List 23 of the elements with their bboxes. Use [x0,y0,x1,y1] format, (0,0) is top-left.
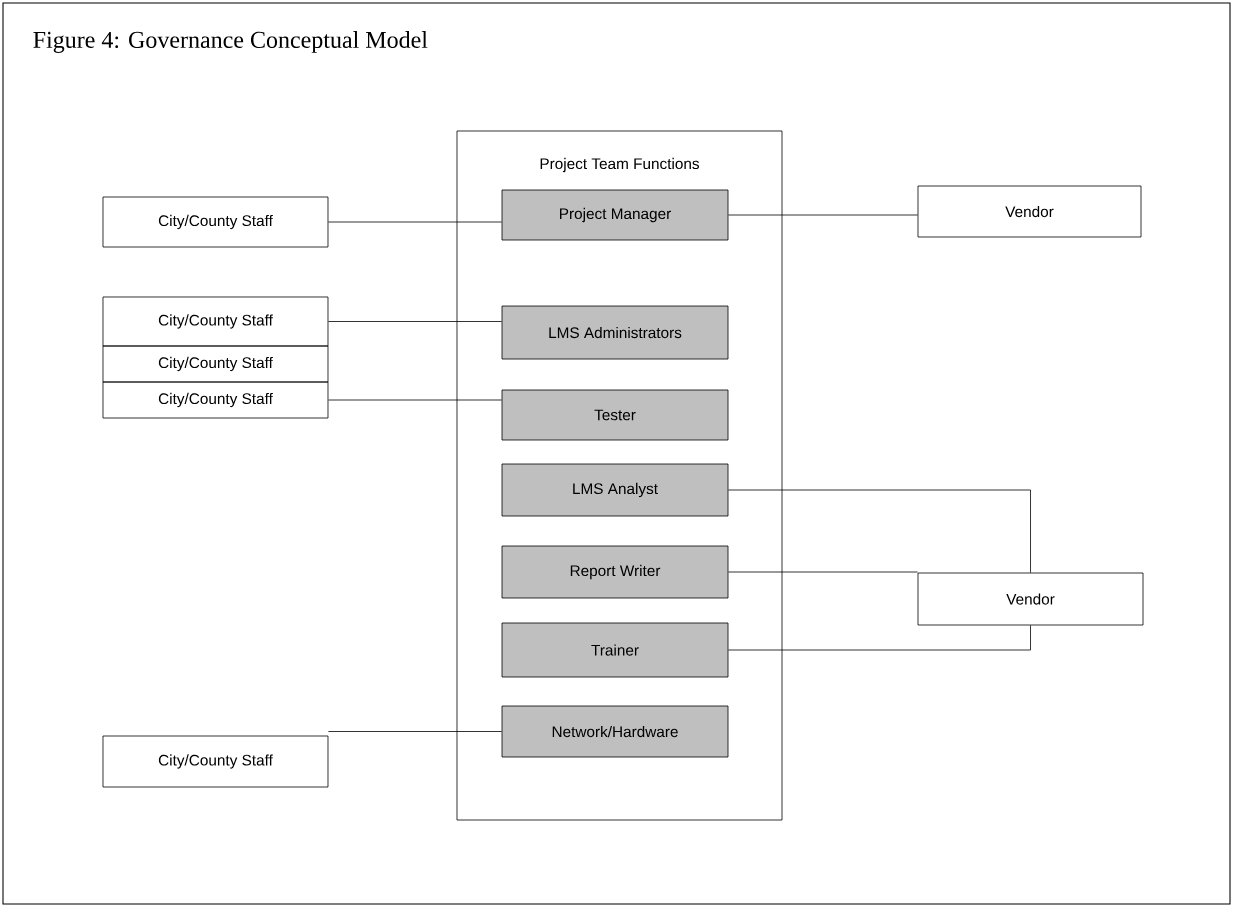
connector [728,214,918,216]
role-box: City/County Staff [102,345,329,383]
role-box: Vendor [917,185,1142,238]
title: Figure 4: Governance Conceptual Model [33,31,428,53]
role-box: City/County Staff [102,381,329,419]
function-box: Trainer [501,622,729,678]
connector [328,399,502,401]
role-box: City/County Staff [102,735,329,788]
function-box: Network/Hardware [501,705,729,758]
connector [728,625,1031,651]
function-box: LMS Analyst [501,463,729,517]
role-box: Vendor [917,572,1144,626]
role-box: City/County Staff [102,196,329,248]
function-box: LMS Administrators [501,305,729,360]
connector [328,221,502,223]
connector [328,731,502,732]
connector [328,321,502,322]
function-box: Report Writer [501,545,729,599]
connector [728,571,918,573]
role-box: City/County Staff [102,296,329,347]
connector [728,489,1031,573]
function-box: Tester [501,389,729,441]
function-box: Project Manager [501,189,729,241]
